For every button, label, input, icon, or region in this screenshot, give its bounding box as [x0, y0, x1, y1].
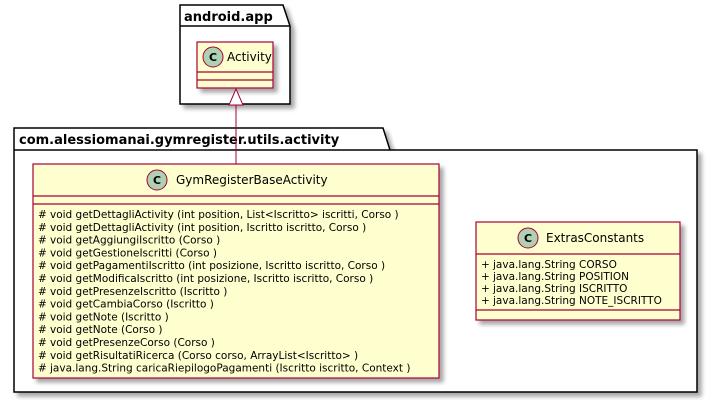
- method-item-visibility: #: [38, 273, 47, 285]
- field-item-visibility: +: [481, 259, 490, 271]
- method-item: void getPresenzeIscritto (Iscritto ): [50, 286, 227, 298]
- method-item: void getPresenzeCorso (Corso ): [50, 337, 215, 349]
- class-stereotype-icon: [202, 46, 224, 68]
- field-item-visibility: +: [481, 283, 490, 295]
- class-stereotype-icon: [517, 227, 539, 249]
- field-item-visibility: +: [481, 295, 490, 307]
- class-stereotype-icon: [146, 169, 168, 191]
- method-item: void getPagamentiIscritto (int posizione…: [50, 260, 385, 272]
- method-item: void getModificaIscritto (int posizione,…: [50, 273, 373, 285]
- method-item-visibility: #: [38, 209, 47, 221]
- method-item-visibility: #: [38, 235, 47, 247]
- method-item: void getNote (Corso ): [50, 324, 163, 336]
- field-item: java.lang.String NOTE_ISCRITTO: [492, 295, 662, 307]
- method-item: void getGestioneIscritti (Corso ): [50, 247, 217, 259]
- class-stereotype-letter: C: [209, 51, 217, 64]
- method-item-visibility: #: [38, 299, 47, 311]
- method-item: void getDettagliActivity (int position, …: [50, 209, 399, 221]
- class-stereotype-letter: C: [524, 232, 532, 245]
- member-list: #void getDettagliActivity (int position,…: [38, 209, 410, 375]
- method-item: void getNote (Iscritto ): [50, 311, 169, 323]
- method-item-visibility: #: [38, 363, 47, 375]
- method-item: void getAggiungiIscritto (Corso ): [50, 235, 220, 247]
- inheritance-arrow: [228, 87, 244, 164]
- package-title-android-app: android.app: [184, 10, 273, 25]
- method-item-visibility: #: [38, 247, 47, 259]
- class-name-activity: Activity: [227, 50, 272, 64]
- package-title-utils-activity: com.alessiomanai.gymregister.utils.activ…: [19, 133, 340, 148]
- method-item: java.lang.String caricaRiepilogoPagament…: [49, 363, 410, 375]
- method-item: void getDettagliActivity (int position, …: [50, 222, 366, 234]
- method-item-visibility: #: [38, 350, 47, 362]
- method-item-visibility: #: [38, 286, 47, 298]
- method-item: void getRisultatiRicerca (Corso corso, A…: [50, 350, 358, 362]
- method-item: void getCambiaCorso (Iscritto ): [50, 299, 214, 311]
- method-item-visibility: #: [38, 222, 47, 234]
- class-extras-constants[interactable]: C ExtrasConstants +java.lang.String CORS…: [475, 221, 681, 321]
- field-item: java.lang.String ISCRITTO: [492, 283, 627, 295]
- class-activity[interactable]: C Activity: [196, 41, 274, 89]
- field-item-visibility: +: [481, 271, 490, 283]
- class-name-extras-constants: ExtrasConstants: [546, 231, 644, 245]
- method-item-visibility: #: [38, 324, 47, 336]
- field-list: +java.lang.String CORSO+java.lang.String…: [481, 259, 662, 307]
- class-gymregister-base-activity[interactable]: C GymRegisterBaseActivity #void getDetta…: [32, 163, 440, 379]
- method-item-visibility: #: [38, 260, 47, 272]
- method-item-visibility: #: [38, 337, 47, 349]
- field-item: java.lang.String CORSO: [492, 259, 617, 271]
- field-item: java.lang.String POSITION: [492, 271, 629, 283]
- class-name-base-activity: GymRegisterBaseActivity: [176, 173, 328, 187]
- class-stereotype-letter: C: [153, 174, 161, 187]
- method-item-visibility: #: [38, 311, 47, 323]
